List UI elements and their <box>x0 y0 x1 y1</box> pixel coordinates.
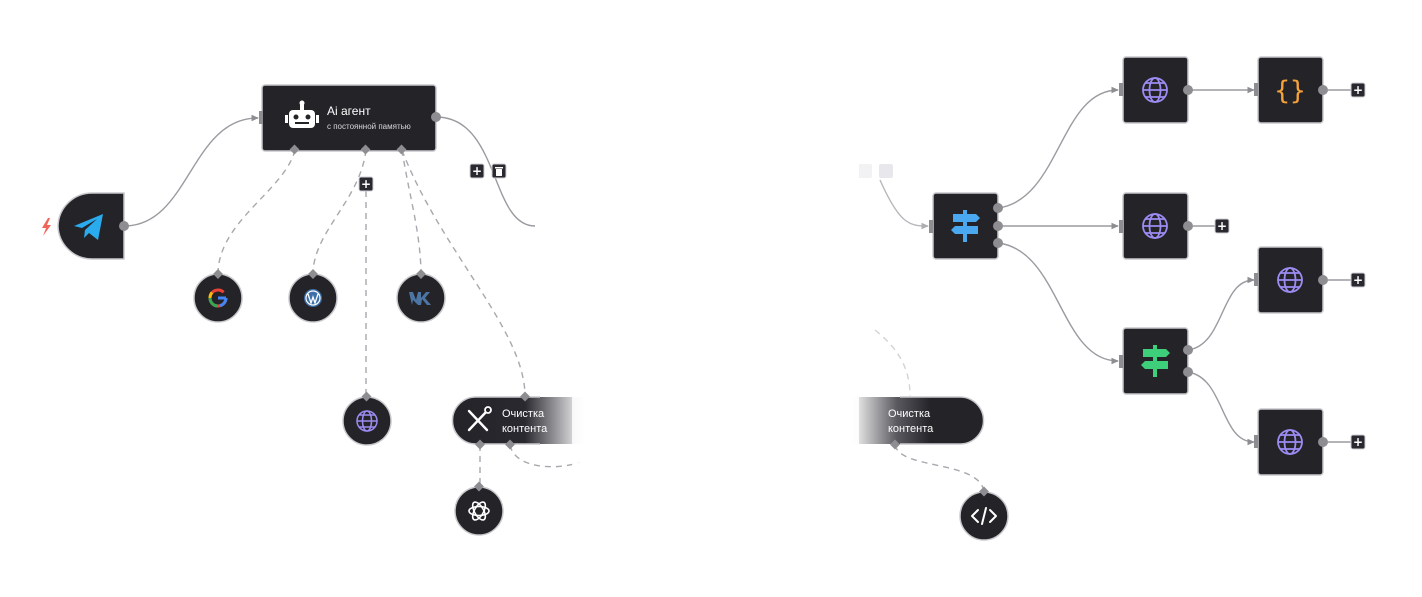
telegram-node[interactable] <box>57 192 129 260</box>
code-node[interactable] <box>959 486 1009 541</box>
plus-icon: + <box>1353 435 1363 449</box>
globe-icon <box>1142 213 1168 239</box>
tools-icon <box>467 406 492 432</box>
connection-google <box>217 149 296 273</box>
vk-node[interactable] <box>396 269 446 323</box>
openai-node[interactable] <box>454 481 504 536</box>
http-request-node[interactable] <box>342 391 392 446</box>
http-request-node-3[interactable] <box>1254 246 1328 314</box>
add-after-globe3-button[interactable]: + <box>1328 272 1366 288</box>
globe-icon <box>356 410 378 432</box>
connection-agent-out <box>435 116 536 227</box>
connection-in-cleanup-right <box>874 329 911 397</box>
plus-icon: + <box>1217 219 1227 233</box>
delete-button[interactable] <box>491 163 507 179</box>
http-request-node-2[interactable] <box>1119 192 1193 260</box>
connection-cleanup-out <box>509 444 581 468</box>
connection-cleanup <box>401 149 526 397</box>
ai-agent-title: Ai агент <box>327 104 371 118</box>
google-icon <box>208 288 228 308</box>
plus-icon: + <box>1353 83 1363 97</box>
right-panel: {} + + <box>845 56 1366 550</box>
json-node[interactable]: {} <box>1254 56 1328 124</box>
cleanup-content-node-right[interactable]: Очистка контента <box>850 396 985 450</box>
vk-icon <box>409 292 431 305</box>
connection-router2-top <box>1187 276 1255 351</box>
connection-router2-bottom <box>1187 371 1255 446</box>
router-node-2[interactable] <box>1119 327 1193 395</box>
globe-icon <box>1277 267 1303 293</box>
connection-vk <box>401 149 422 273</box>
wordpress-icon <box>304 289 322 307</box>
connection-code <box>894 444 985 493</box>
openai-icon <box>468 501 490 521</box>
signpost-icon <box>1141 345 1170 377</box>
left-panel: Ai агент с постоянной памятью + + <box>42 84 592 550</box>
add-tool-button[interactable]: + <box>358 176 374 192</box>
ai-agent-node[interactable]: Ai агент с постоянной памятью <box>259 84 441 155</box>
plus-icon: + <box>1353 273 1363 287</box>
telegram-icon <box>74 214 103 240</box>
lightning-icon <box>42 218 51 236</box>
robot-icon <box>285 100 319 128</box>
plus-icon: + <box>361 177 371 191</box>
wordpress-node[interactable] <box>288 269 338 323</box>
connection-telegram-to-agent <box>123 114 259 227</box>
add-after-globe4-button[interactable]: + <box>1328 434 1366 450</box>
add-after-json-button[interactable]: + <box>1328 82 1366 98</box>
globe-icon <box>1277 429 1303 455</box>
plus-icon: + <box>472 164 482 178</box>
ai-agent-subtitle: с постоянной памятью <box>327 122 411 131</box>
cleanup-label-line2: контента <box>502 423 548 435</box>
signpost-icon <box>951 210 980 242</box>
cleanup-content-node[interactable]: Очистка контента <box>451 391 585 450</box>
trash-icon <box>495 167 503 176</box>
cleanup-label-line1: Очистка <box>502 408 545 420</box>
connection-router-bottom <box>997 242 1119 365</box>
globe-icon <box>1142 77 1168 103</box>
add-node-button[interactable]: + <box>469 163 485 179</box>
http-request-node-4[interactable] <box>1254 408 1328 476</box>
http-request-node-1[interactable] <box>1119 56 1193 124</box>
cleanup-right-label-line1: Очистка <box>888 408 931 420</box>
add-after-globe2-button[interactable]: + <box>1193 218 1230 234</box>
router-node[interactable] <box>929 192 1003 260</box>
code-icon <box>971 507 997 525</box>
connection-wordpress <box>312 149 367 273</box>
cleanup-right-label-line2: контента <box>888 423 934 435</box>
connection-in-router <box>879 179 929 230</box>
connection-router-top <box>997 86 1119 209</box>
google-node[interactable] <box>193 269 243 323</box>
json-braces-icon: {} <box>1274 76 1305 106</box>
